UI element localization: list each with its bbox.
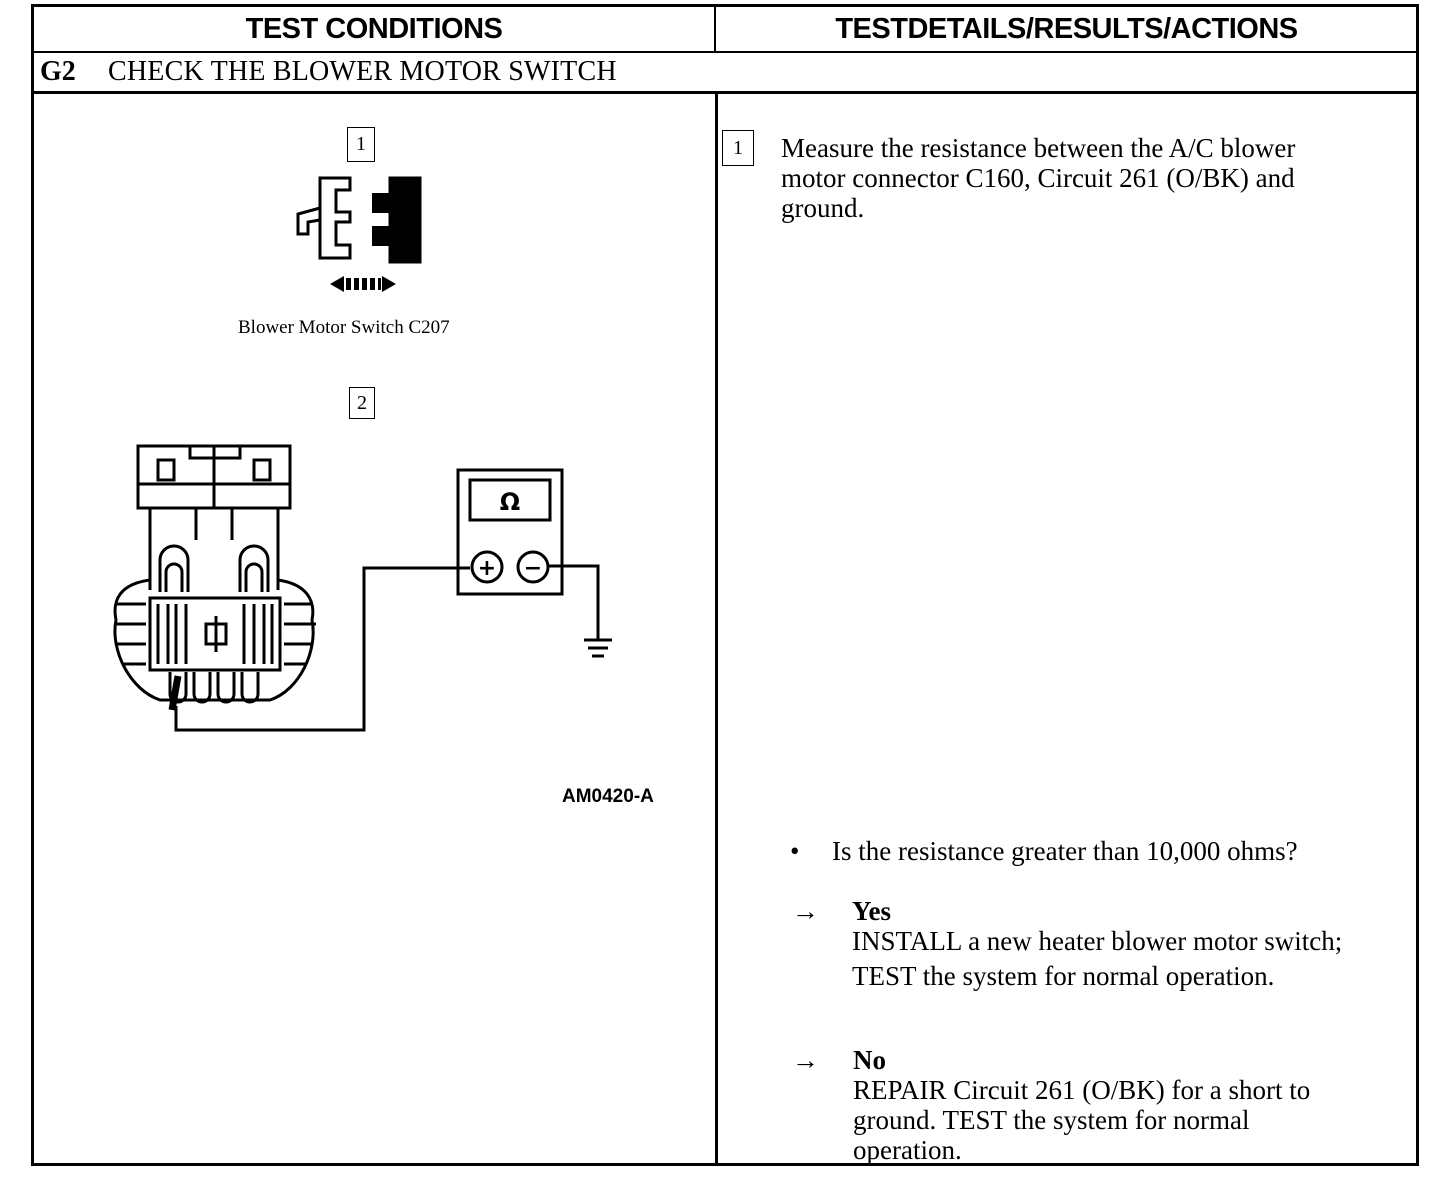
meter-minus-label: −	[524, 556, 542, 581]
step-rule	[34, 91, 1416, 94]
instruction-line: Measure the resistance between the A/C b…	[781, 133, 1296, 163]
test-conditions-header: TEST CONDITIONS	[245, 12, 503, 45]
yes-label: Yes	[852, 896, 891, 926]
test-procedure-table: TEST CONDITIONS TESTDETAILS/RESULTS/ACTI…	[31, 4, 1419, 1166]
ohmmeter-icon	[456, 468, 564, 596]
instruction-text: Measure the resistance between the A/C b…	[781, 133, 1295, 223]
question-text: Is the resistance greater than 10,000 oh…	[832, 836, 1298, 866]
connector-c207-icon	[296, 176, 422, 264]
yes-line: TEST the system for normal operation.	[852, 961, 1275, 991]
blower-switch-connector-icon	[113, 444, 316, 704]
no-line: ground. TEST the system for normal	[853, 1105, 1250, 1135]
callout-1: 1	[347, 127, 375, 162]
step-id: G2	[40, 56, 76, 87]
callout-2: 2	[349, 387, 375, 419]
yes-result: Yes INSTALL a new heater blower motor sw…	[852, 896, 1342, 991]
yes-arrow: →	[792, 896, 819, 926]
ohm-symbol: Ω	[500, 488, 520, 516]
instruction-line: ground.	[781, 193, 865, 223]
figure-caption-1: Blower Motor Switch C207	[238, 317, 450, 338]
test-lead-icon	[168, 564, 612, 732]
instruction-line: motor connector C160, Circuit 261 (O/BK)…	[781, 163, 1295, 193]
header-divider	[714, 7, 716, 51]
detail-step-number: 1	[722, 130, 754, 166]
disconnect-arrow-icon	[330, 276, 396, 292]
step-row: G2 CHECK THE BLOWER MOTOR SWITCH	[34, 53, 1416, 91]
no-label: No	[853, 1045, 886, 1075]
meter-plus-label: +	[478, 556, 496, 581]
column-divider	[715, 94, 718, 1163]
no-line: REPAIR Circuit 261 (O/BK) for a short to	[853, 1075, 1311, 1105]
no-line: operation.	[853, 1135, 962, 1165]
no-result: No REPAIR Circuit 261 (O/BK) for a short…	[853, 1045, 1310, 1165]
step-title: CHECK THE BLOWER MOTOR SWITCH	[108, 56, 617, 87]
test-details-header: TESTDETAILS/RESULTS/ACTIONS	[835, 12, 1298, 45]
yes-line: INSTALL a new heater blower motor switch…	[852, 926, 1343, 956]
no-arrow: →	[792, 1045, 819, 1075]
question-bullet: •	[790, 836, 800, 866]
figure-id: AM0420-A	[562, 786, 654, 807]
header-rule	[34, 51, 1416, 53]
